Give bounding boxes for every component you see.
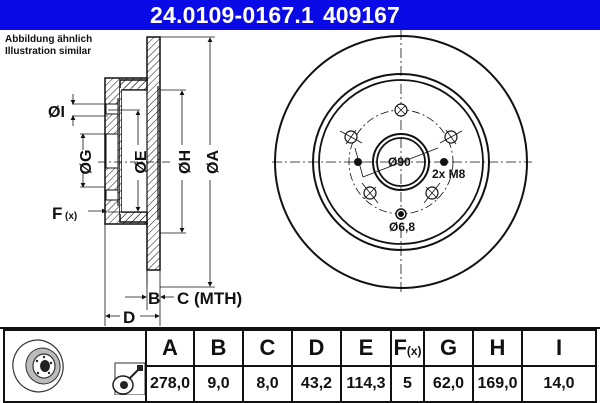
label-center-bore: Ø90 xyxy=(388,155,411,169)
title-bar: 24.0109-0167.1 409167 xyxy=(0,0,600,30)
label-G: ØG xyxy=(78,150,95,175)
disc-icon xyxy=(12,339,146,396)
label-H: ØH xyxy=(177,150,194,174)
label-D: D xyxy=(123,308,135,327)
header-F: F(x) xyxy=(390,329,425,367)
header-E: E xyxy=(340,329,392,367)
reference-number: 409167 xyxy=(323,2,400,28)
value-I: 14,0 xyxy=(521,365,597,403)
header-D: D xyxy=(291,329,342,367)
header-G: G xyxy=(423,329,474,367)
header-H: H xyxy=(472,329,523,367)
label-E: ØE xyxy=(133,150,150,173)
header-A: A xyxy=(145,329,195,367)
value-E: 114,3 xyxy=(340,365,392,403)
label-F: F xyxy=(52,204,62,223)
value-H: 169,0 xyxy=(472,365,523,403)
value-C: 8,0 xyxy=(242,365,293,403)
value-D: 43,2 xyxy=(291,365,342,403)
part-number: 24.0109-0167.1 xyxy=(150,2,314,28)
value-G: 62,0 xyxy=(423,365,474,403)
side-view: ØI ØG ØE ØH ØA F (x) xyxy=(48,36,242,327)
label-hole: Ø6,8 xyxy=(389,220,415,234)
note-english: Illustration similar xyxy=(5,46,92,57)
label-B: B xyxy=(148,289,160,308)
label-I: ØI xyxy=(48,104,65,121)
label-thread: 2x M8 xyxy=(432,167,466,181)
technical-drawing: ØI ØG ØE ØH ØA F (x) xyxy=(0,30,600,329)
label-F-sub: (x) xyxy=(65,211,77,222)
spec-table: A B C D E F(x) G H I 278,0 9,0 8,0 43,2 … xyxy=(3,329,597,403)
value-F: 5 xyxy=(390,365,425,403)
illustration-note: Abbildung ähnlich Illustration similar xyxy=(5,34,92,58)
header-C: C xyxy=(242,329,293,367)
label-C: C (MTH) xyxy=(177,289,242,308)
value-A: 278,0 xyxy=(145,365,195,403)
value-B: 9,0 xyxy=(193,365,244,403)
header-I: I xyxy=(521,329,597,367)
note-german: Abbildung ähnlich xyxy=(5,34,93,45)
label-A: ØA xyxy=(205,150,222,174)
header-B: B xyxy=(193,329,244,367)
icon-cell xyxy=(3,329,147,403)
front-view: Ø90 2x M8 Ø6,8 xyxy=(272,30,532,292)
